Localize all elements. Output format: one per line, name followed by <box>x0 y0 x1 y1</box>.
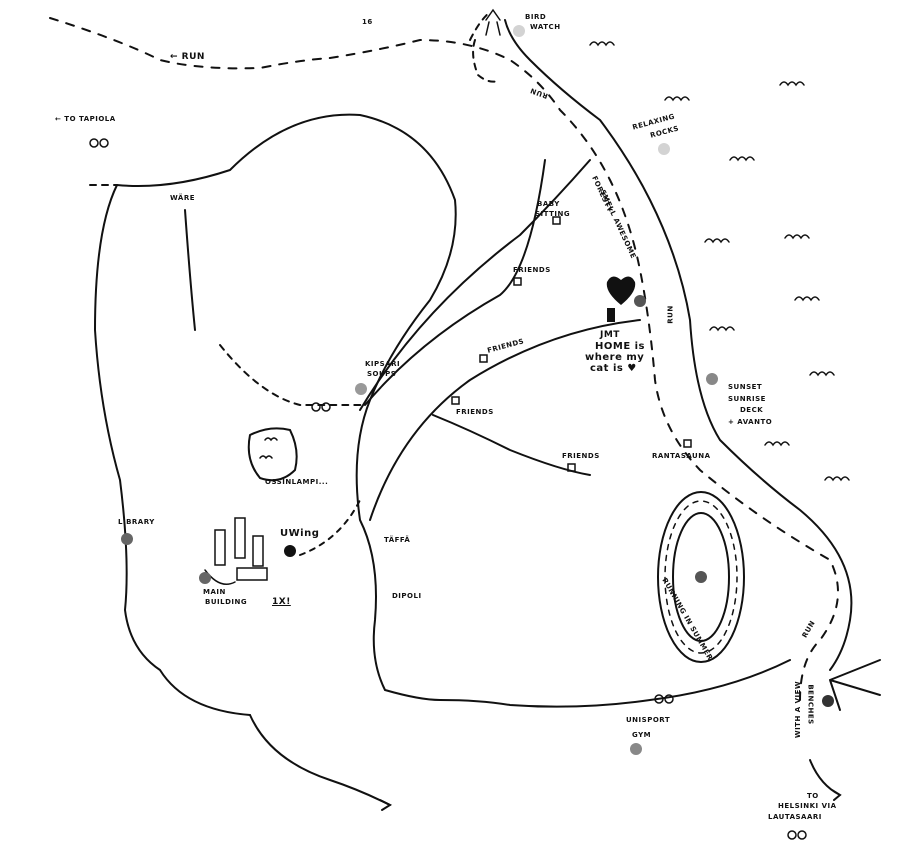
running-track-dash <box>664 500 738 654</box>
shoreline <box>504 19 853 671</box>
label-helsinki-3[interactable]: LAUTASAARI <box>768 813 822 821</box>
label-wäre: WÄRE <box>170 194 195 202</box>
sunset-deck-dot[interactable] <box>706 373 718 385</box>
campus-loop <box>93 113 791 716</box>
arrow-helsinki <box>809 759 842 801</box>
label-with-a-view: WITH A VIEW <box>794 680 803 739</box>
home-building <box>607 308 615 322</box>
bird-tower-icon <box>485 8 501 36</box>
road-3 <box>369 319 641 521</box>
label-baby-sitting-1: BABY <box>537 200 560 208</box>
label-main-building-2: BUILDING <box>205 598 248 606</box>
label-kipsari-2: SOUPS <box>367 370 397 378</box>
label-kipsari-1: KIPSARI <box>365 360 401 368</box>
library-dot[interactable] <box>121 533 133 545</box>
wäre-path <box>184 209 196 331</box>
label-unisport-2: GYM <box>632 731 652 739</box>
label-run-east: RUN <box>666 305 675 324</box>
relaxing-rocks-dot[interactable] <box>658 143 670 155</box>
main-building-dot[interactable] <box>199 572 211 584</box>
label-helsinki-2[interactable]: HELSINKI VIA <box>778 802 837 810</box>
label-ossinlampi: OSSINLAMPI... <box>265 478 329 486</box>
label-unisport-1: UNISPORT <box>626 716 671 724</box>
running-track-outer <box>657 491 745 663</box>
label-sunset-4: + AVANTO <box>728 418 773 426</box>
friend-houses <box>451 216 692 472</box>
road-south <box>249 714 391 806</box>
label-uwing: UWing <box>280 528 320 539</box>
label-helsinki-1: TO <box>807 792 819 800</box>
home-dot[interactable] <box>634 295 646 307</box>
run-path-north <box>49 17 839 701</box>
label-bird-watch-1: BIRD <box>525 13 547 21</box>
main-building-sketch <box>204 517 268 585</box>
dashed-west <box>89 184 366 406</box>
label-friends-3: FRIENDS <box>456 408 494 416</box>
arrow-south <box>379 799 393 811</box>
unisport-dot[interactable] <box>630 743 642 755</box>
label-one-x: 1x! <box>272 597 291 607</box>
running-track-inner <box>672 512 730 642</box>
label-sunset-2: SUNRISE <box>728 395 766 403</box>
sea-waves <box>259 41 850 482</box>
label-friends-1: FRIENDS <box>513 266 551 274</box>
label-bird-watch-2: WATCH <box>530 23 561 31</box>
bird-watch-dot[interactable] <box>513 25 525 37</box>
road-1 <box>359 159 591 411</box>
label-rantasauna: RANTASAUNA <box>652 452 711 460</box>
heart-icon <box>606 276 636 305</box>
label-home-2: HOME is <box>595 341 646 352</box>
label-sunset-3: DECK <box>740 406 764 414</box>
label-to-tapiola[interactable]: ← TO TAPIOLA <box>55 115 116 123</box>
road-2 <box>364 159 546 406</box>
uwing-dot[interactable] <box>284 545 296 557</box>
label-friends-4: FRIENDS <box>562 452 600 460</box>
label-sunset-1: SUNSET <box>728 383 763 391</box>
label-top-number: 16 <box>362 18 373 26</box>
label-dipoli: DIPOLI <box>392 592 422 600</box>
label-main-building-1: MAIN <box>203 588 226 596</box>
label-benches: BENCHES <box>806 684 815 725</box>
road-4 <box>432 414 591 476</box>
label-home-3: where my <box>585 352 645 363</box>
track-dot[interactable] <box>695 571 707 583</box>
label-baby-sitting-2: SITTING <box>535 210 571 218</box>
bike-icons <box>89 138 807 840</box>
label-home-1: JMT <box>600 330 620 340</box>
benches-lines <box>829 659 881 711</box>
label-library: LIBRARY <box>118 518 155 526</box>
bird-watch-loop <box>469 11 501 83</box>
label-home-4: cat is ♥ <box>590 363 637 374</box>
ossinlampi-pond <box>247 427 298 482</box>
kipsari-dot[interactable] <box>355 383 367 395</box>
label-run-top: ← RUN <box>170 52 205 62</box>
benches-dot[interactable] <box>822 695 834 707</box>
label-taffa: TÄFFÄ <box>384 536 411 544</box>
